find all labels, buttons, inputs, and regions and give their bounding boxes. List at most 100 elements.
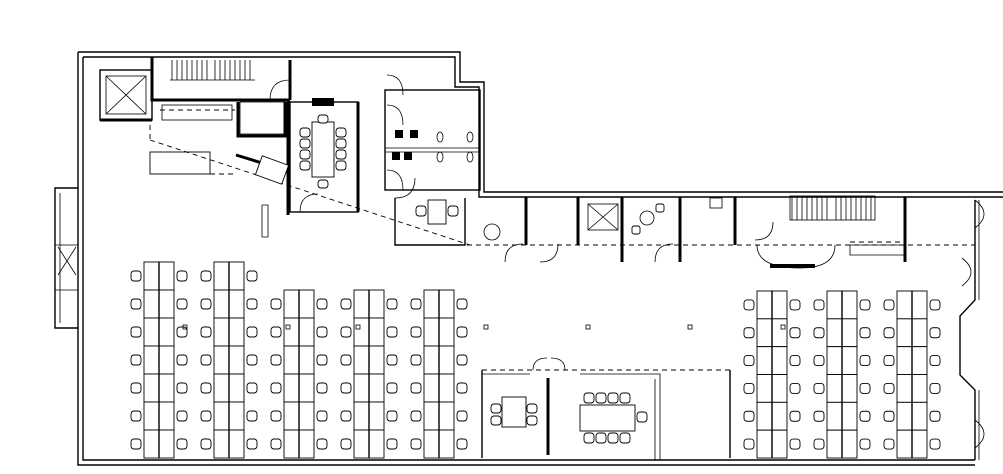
desk-icon (826, 374, 843, 403)
desk-icon (353, 289, 370, 319)
column-icon (182, 324, 188, 330)
desk-icon (283, 289, 300, 319)
desk-icon (283, 317, 300, 347)
chair-icon (410, 382, 422, 394)
desk-icon (298, 373, 315, 403)
chair-icon (340, 326, 352, 338)
desk-icon (213, 429, 230, 459)
chair-icon (340, 298, 352, 310)
chair-icon (200, 354, 212, 366)
desk-icon (283, 345, 300, 375)
desk-icon (353, 373, 370, 403)
desk-icon (826, 401, 843, 431)
desk-icon (423, 345, 440, 375)
desk-icon (143, 373, 160, 403)
chair-icon (386, 438, 398, 450)
desk-icon (771, 374, 788, 403)
chair-icon (270, 410, 282, 422)
desk-icon (158, 345, 175, 375)
column-icon (483, 324, 489, 330)
desk-icon (283, 373, 300, 403)
chair-icon (386, 326, 398, 338)
chair-icon (410, 410, 422, 422)
chair-icon (859, 355, 871, 367)
desk-icon (911, 429, 928, 459)
desk-icon (911, 374, 928, 403)
desk-icon (896, 290, 913, 320)
chair-icon (743, 410, 755, 422)
desk-cluster (270, 289, 328, 459)
desk-icon (283, 429, 300, 459)
desk-icon (756, 290, 773, 320)
chair-icon (789, 382, 801, 394)
chair-icon (316, 354, 328, 366)
desk-icon (438, 289, 455, 319)
desk-icon (841, 429, 858, 459)
chair-icon (743, 327, 755, 339)
chair-icon (859, 382, 871, 394)
desk-icon (353, 345, 370, 375)
chair-icon (883, 438, 895, 450)
chair-icon (246, 438, 258, 450)
desk-icon (143, 401, 160, 431)
chair-icon (789, 410, 801, 422)
desk-icon (298, 345, 315, 375)
chair-icon (246, 298, 258, 310)
chair-icon (595, 392, 607, 404)
desk-icon (423, 317, 440, 347)
chair-icon (859, 410, 871, 422)
chair-icon (246, 354, 258, 366)
desk-icon (368, 373, 385, 403)
chair-icon (316, 326, 328, 338)
chair-icon (176, 354, 188, 366)
desk-icon (368, 429, 385, 459)
chair-icon (636, 411, 648, 423)
chair-icon (410, 354, 422, 366)
desk-icon (756, 374, 773, 403)
chair-icon (859, 327, 871, 339)
column-icon (780, 324, 786, 330)
desk-icon (771, 346, 788, 375)
chair-icon (200, 382, 212, 394)
chair-icon (176, 438, 188, 450)
chair-icon (270, 298, 282, 310)
chair-icon (316, 438, 328, 450)
desk-icon (771, 429, 788, 459)
chair-icon (813, 327, 825, 339)
desk-icon (213, 345, 230, 375)
walls (54, 51, 1003, 466)
desk-icon (158, 317, 175, 347)
desk-icon (756, 429, 773, 459)
chair-icon (743, 438, 755, 450)
desk-icon (896, 374, 913, 403)
desk-icon (423, 373, 440, 403)
desk-icon (143, 289, 160, 319)
chair-icon (883, 410, 895, 422)
chair-icon (335, 149, 347, 160)
desk-icon (423, 401, 440, 431)
chair-icon (316, 298, 328, 310)
chair-icon (743, 299, 755, 311)
desk-icon (756, 401, 773, 431)
desk-icon (228, 261, 245, 291)
chair-icon (813, 355, 825, 367)
chair-icon (813, 299, 825, 311)
workstations (130, 261, 941, 459)
desk-icon (143, 345, 160, 375)
desk-icon (228, 345, 245, 375)
chair-icon (176, 410, 188, 422)
chair-icon (813, 410, 825, 422)
desk-icon (911, 346, 928, 375)
chair-icon (386, 298, 398, 310)
chair-icon (130, 410, 142, 422)
doors (269, 74, 774, 263)
chair-icon (410, 438, 422, 450)
desk-icon (158, 429, 175, 459)
chair-icon (317, 179, 329, 189)
desk-cluster (200, 261, 258, 459)
desk-icon (826, 318, 843, 348)
chair-icon (595, 432, 607, 444)
desk-icon (826, 429, 843, 459)
desk-icon (228, 401, 245, 431)
